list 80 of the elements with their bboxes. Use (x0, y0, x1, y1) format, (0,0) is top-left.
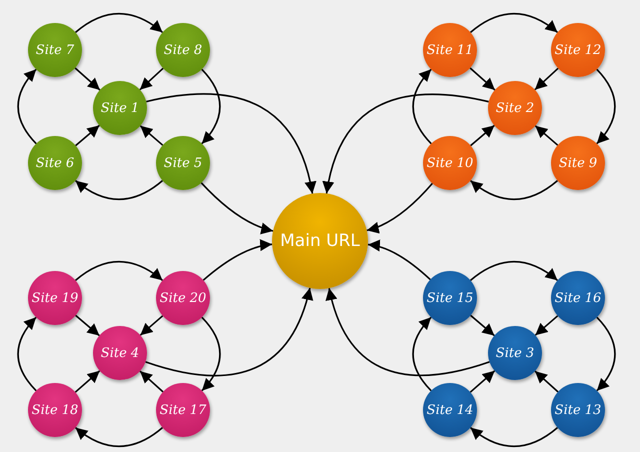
arrow (75, 426, 163, 448)
node-label: Site 16 (554, 290, 602, 306)
node-label: Main URL (280, 231, 360, 251)
arrow (202, 240, 272, 281)
node-label: Site 7 (36, 42, 74, 58)
arrow (470, 67, 496, 91)
arrow (146, 93, 316, 194)
arrow (326, 288, 490, 376)
node-label: Site 13 (554, 402, 602, 418)
arrow (534, 125, 558, 146)
arrow (140, 125, 164, 146)
arrow (75, 314, 100, 336)
arrow (412, 68, 432, 144)
arrow (75, 260, 163, 282)
arrow (17, 68, 37, 144)
arrow (368, 240, 431, 280)
site-circle (28, 136, 82, 190)
site-circle (488, 326, 542, 380)
arrow (140, 315, 164, 336)
arrow (596, 316, 616, 392)
arrow (201, 316, 221, 392)
node-label: Site 15 (426, 290, 474, 306)
arrow (470, 180, 558, 200)
site-circle (156, 383, 210, 437)
site-circle (423, 383, 477, 437)
site-circle (423, 136, 477, 190)
site-circle (93, 81, 147, 135)
site-circle (423, 23, 477, 77)
arrow (470, 124, 495, 146)
node-label: Site 4 (100, 346, 140, 360)
site-circle (156, 23, 210, 77)
node-label: Site 17 (160, 402, 206, 418)
node-label: Site 10 (426, 156, 474, 170)
arrow (200, 182, 274, 234)
node-label: Site 19 (32, 290, 78, 306)
arrow (74, 67, 100, 91)
arrow (470, 370, 496, 393)
arrow (534, 68, 559, 90)
arrow (412, 316, 432, 392)
arrow (17, 316, 37, 392)
arrow (139, 68, 164, 90)
node-label: Site 9 (558, 156, 598, 170)
site-circle (93, 326, 147, 380)
node-label: Site 12 (554, 42, 602, 58)
node-label: Site 8 (164, 42, 202, 58)
arrow (75, 124, 100, 146)
node-label: Site 5 (164, 156, 202, 170)
arrow (470, 314, 495, 336)
site-circle (423, 271, 477, 325)
site-circle (551, 136, 605, 190)
site-circle (488, 81, 542, 135)
site-circle (551, 271, 605, 325)
arrow (201, 68, 221, 144)
arrow (75, 180, 163, 200)
node-label: Site 3 (496, 346, 534, 360)
node-label: Site 18 (32, 402, 78, 418)
node-label: Site 1 (100, 100, 140, 116)
arrow (366, 182, 433, 234)
site-circle (156, 136, 210, 190)
site-circle (551, 383, 605, 437)
node-label: Site 20 (160, 290, 206, 306)
node-label: Site 11 (426, 42, 474, 58)
site-circle (28, 383, 82, 437)
arrow (145, 288, 313, 376)
arrow (470, 260, 558, 282)
site-circle (28, 23, 82, 77)
node-label: Site 14 (426, 402, 474, 418)
site-circle (156, 271, 210, 325)
arrow (470, 12, 558, 34)
arrow (596, 68, 616, 144)
arrow (75, 12, 163, 34)
site-circle (551, 23, 605, 77)
arrow (470, 426, 558, 448)
site-circle (28, 271, 82, 325)
arrow (534, 370, 559, 392)
arrow (534, 315, 558, 336)
arrow (139, 370, 164, 392)
node-label: Site 2 (496, 100, 534, 116)
arrow (322, 94, 489, 194)
node-label: Site 6 (36, 156, 74, 170)
